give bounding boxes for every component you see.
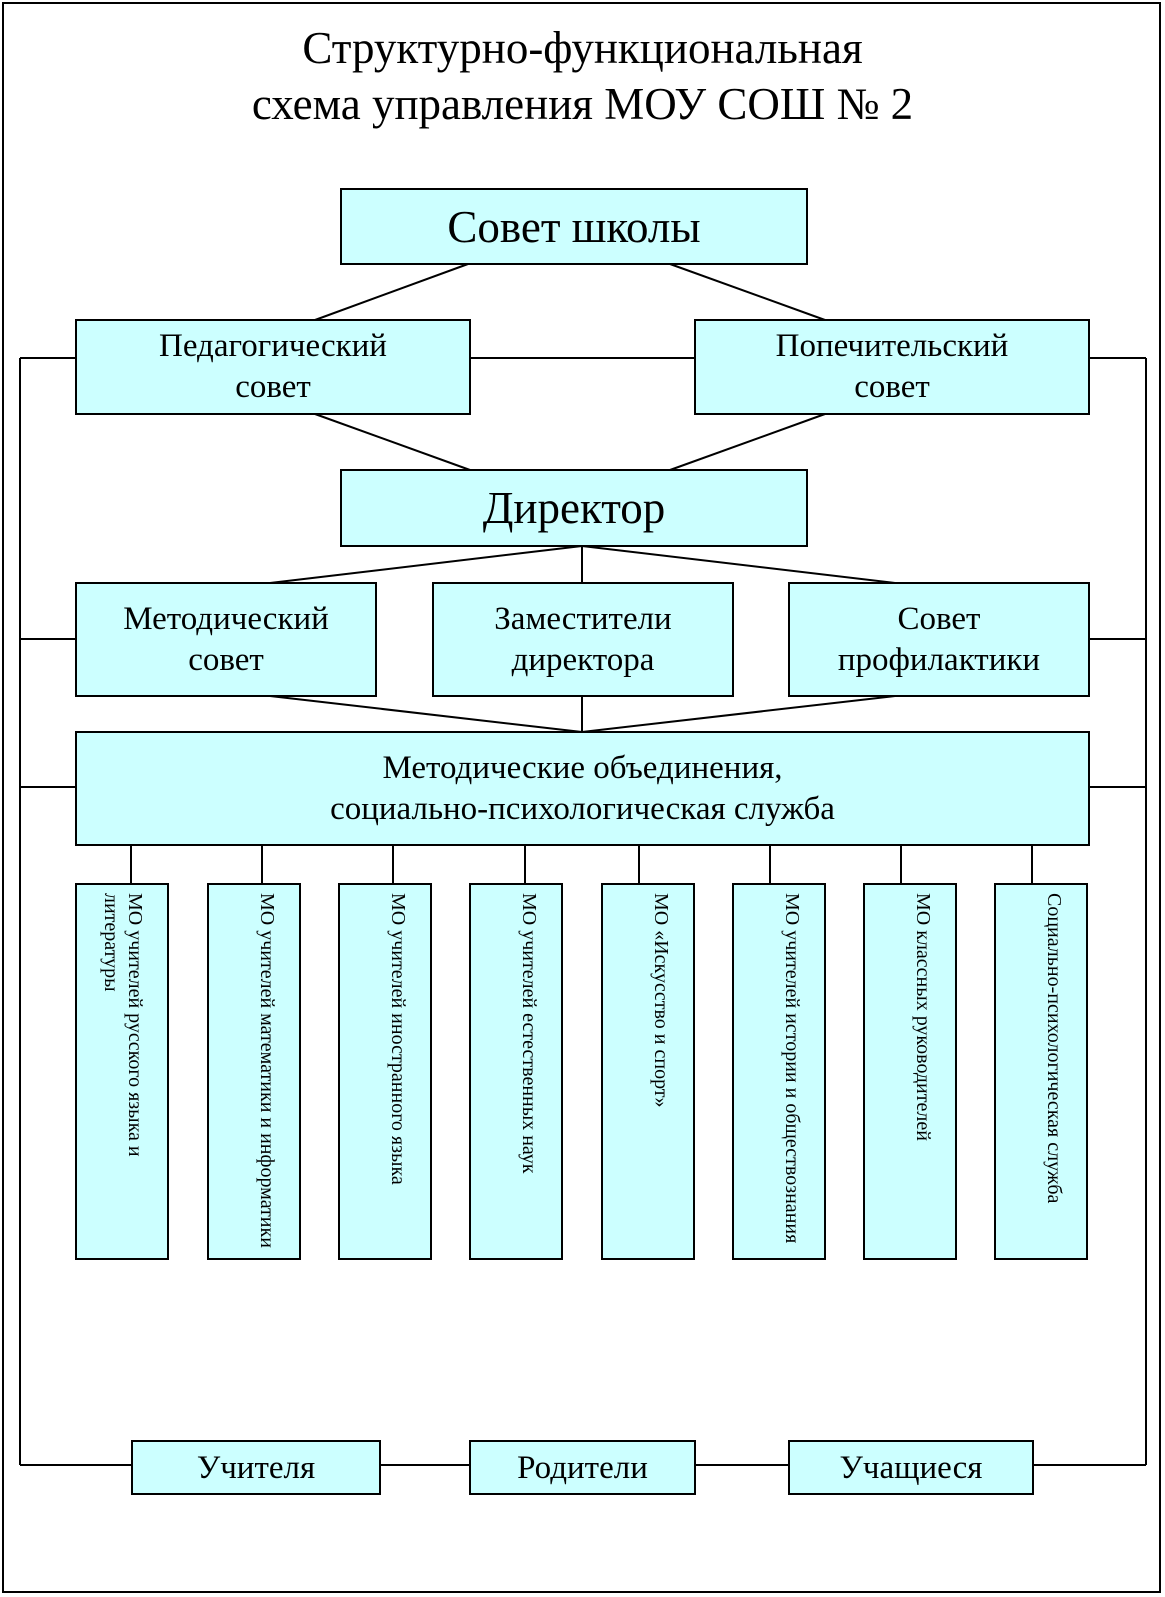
methodical-council-label-2: совет bbox=[188, 641, 264, 678]
school-council-label: Совет школы bbox=[447, 201, 701, 252]
association-label: МО учителей истории и обществознания bbox=[781, 893, 803, 1244]
deputy-directors-label-1: Заместители bbox=[494, 600, 672, 637]
association-node: МО «Искусство и спорт» bbox=[601, 883, 695, 1260]
deputy-directors-label-2: директора bbox=[511, 641, 655, 678]
students-node: Учащиеся bbox=[788, 1440, 1034, 1495]
association-label: МО учителей русского языка и литературы bbox=[100, 893, 146, 1157]
methodical-council-node: Методический совет bbox=[75, 582, 377, 697]
parents-label: Родители bbox=[517, 1449, 648, 1486]
teachers-label: Учителя bbox=[196, 1449, 316, 1486]
prevention-council-node: Совет профилактики bbox=[788, 582, 1090, 697]
trustee-council-node: Попечительский совет bbox=[694, 319, 1090, 415]
association-label: МО учителей иностранного языка bbox=[387, 893, 409, 1185]
association-node: МО учителей истории и обществознания bbox=[732, 883, 826, 1260]
association-label: МО классных руководителей bbox=[912, 893, 934, 1141]
pedagogical-council-node: Педагогический совет bbox=[75, 319, 471, 415]
trustee-council-label-1: Попечительский bbox=[775, 328, 1009, 364]
parents-node: Родители bbox=[469, 1440, 696, 1495]
association-node: МО классных руководителей bbox=[863, 883, 957, 1260]
school-council-node: Совет школы bbox=[340, 188, 808, 265]
trustee-council-label-2: совет bbox=[854, 369, 930, 405]
director-node: Директор bbox=[340, 469, 808, 547]
association-label: Социально-психологическая служба bbox=[1043, 893, 1065, 1204]
association-node: МО учителей иностранного языка bbox=[338, 883, 432, 1260]
association-node: МО учителей русского языка и литературы bbox=[75, 883, 169, 1260]
deputy-directors-node: Заместители директора bbox=[432, 582, 734, 697]
association-node: МО учителей математики и информатики bbox=[207, 883, 301, 1260]
title-line-1: Структурно-функциональная bbox=[302, 23, 863, 73]
association-label: МО «Искусство и спорт» bbox=[650, 893, 672, 1108]
method-associations-label-1: Методические объединения, bbox=[382, 749, 783, 786]
director-label: Директор bbox=[482, 483, 666, 533]
association-label: МО учителей естественных наук bbox=[518, 893, 540, 1174]
association-node: Социально-психологическая служба bbox=[994, 883, 1088, 1260]
pedagogical-council-label-2: совет bbox=[235, 369, 311, 405]
students-label: Учащиеся bbox=[839, 1449, 983, 1486]
teachers-node: Учителя bbox=[131, 1440, 381, 1495]
association-node: МО учителей естественных наук bbox=[469, 883, 563, 1260]
title-line-2: схема управления МОУ СОШ № 2 bbox=[251, 79, 914, 129]
methodical-council-label-1: Методический bbox=[123, 600, 329, 637]
method-associations-node: Методические объединения, социально-псих… bbox=[75, 731, 1090, 846]
prevention-council-label-1: Совет bbox=[897, 600, 981, 637]
pedagogical-council-label-1: Педагогический bbox=[159, 328, 387, 364]
method-associations-label-2: социально-психологическая служба bbox=[330, 790, 835, 827]
diagram-title: Структурно-функциональная схема управлен… bbox=[0, 20, 1165, 132]
association-label: МО учителей математики и информатики bbox=[256, 893, 278, 1248]
prevention-council-label-2: профилактики bbox=[837, 641, 1041, 678]
